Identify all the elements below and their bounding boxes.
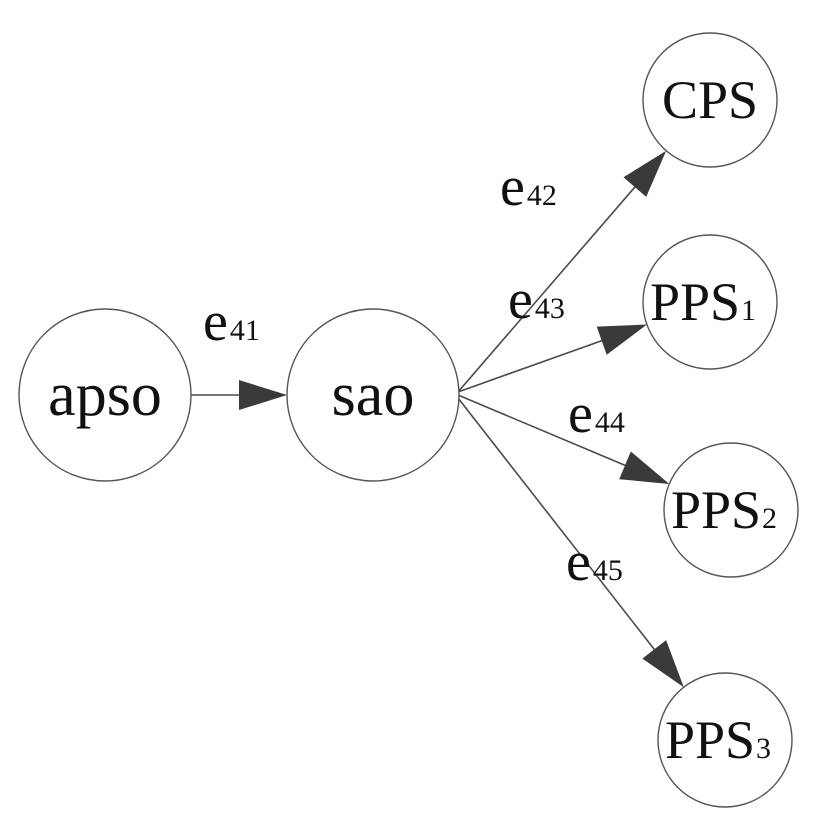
edges-layer <box>191 150 684 688</box>
node-circle-pps2 <box>663 442 799 578</box>
edge-line-sao-pps3 <box>457 397 658 653</box>
edge-label-subscript: 44 <box>595 406 625 439</box>
node-circle-cps <box>642 32 778 168</box>
edge-label-e41: e41 <box>203 291 260 353</box>
node-label-text: PPS <box>665 710 755 770</box>
edge-label-subscript: 45 <box>593 554 623 587</box>
node-label-subscript: 1 <box>741 294 756 327</box>
edge-line-sao-pps2 <box>457 394 630 468</box>
arrow-head-pps2 <box>619 451 670 484</box>
node-cps: CPS <box>642 32 778 168</box>
edge-label-letter: e <box>500 156 525 218</box>
edge-label-e43: e43 <box>508 269 565 331</box>
edge-label-subscript: 41 <box>230 314 260 347</box>
node-label-sao: sao <box>332 361 415 429</box>
node-circle-sao <box>286 308 460 482</box>
node-label-apso: apso <box>48 361 162 429</box>
node-circle-pps3 <box>657 672 793 808</box>
edge-label-letter: e <box>508 269 533 331</box>
node-label-text: apso <box>48 361 162 429</box>
node-pps3: PPS3 <box>657 672 793 808</box>
arrow-head-pps3 <box>642 640 684 688</box>
edge-label-e44: e44 <box>568 383 625 445</box>
node-label-text: sao <box>332 361 415 429</box>
edge-label-subscript: 42 <box>527 179 557 212</box>
edge-label-letter: e <box>568 383 593 445</box>
edge-label-letter: e <box>203 291 228 353</box>
node-circle-pps1 <box>642 234 778 370</box>
edge-label-e45: e45 <box>566 531 623 593</box>
node-apso: apso <box>18 308 192 482</box>
node-label-text: PPS <box>650 272 740 332</box>
node-label-pps3: PPS3 <box>665 710 771 770</box>
node-circle-apso <box>18 308 192 482</box>
node-pps2: PPS2 <box>663 442 799 578</box>
arrow-head-pps1 <box>596 324 647 355</box>
edge-label-subscript: 43 <box>535 292 565 325</box>
node-label-text: CPS <box>662 70 758 130</box>
node-sao: sao <box>286 308 460 482</box>
edge-label-e42: e42 <box>500 156 557 218</box>
edge-label-letter: e <box>566 531 591 593</box>
node-label-cps: CPS <box>662 70 758 130</box>
node-label-subscript: 2 <box>762 502 777 535</box>
node-label-pps1: PPS1 <box>650 272 756 332</box>
node-label-subscript: 3 <box>756 732 771 765</box>
arrow-head-sao <box>239 380 287 410</box>
node-label-text: PPS <box>671 480 761 540</box>
edge-line-sao-pps1 <box>457 338 606 393</box>
node-pps1: PPS1 <box>642 234 778 370</box>
arrow-head-cps <box>623 150 667 197</box>
edge-line-sao-cps <box>457 183 639 393</box>
node-label-pps2: PPS2 <box>671 480 777 540</box>
